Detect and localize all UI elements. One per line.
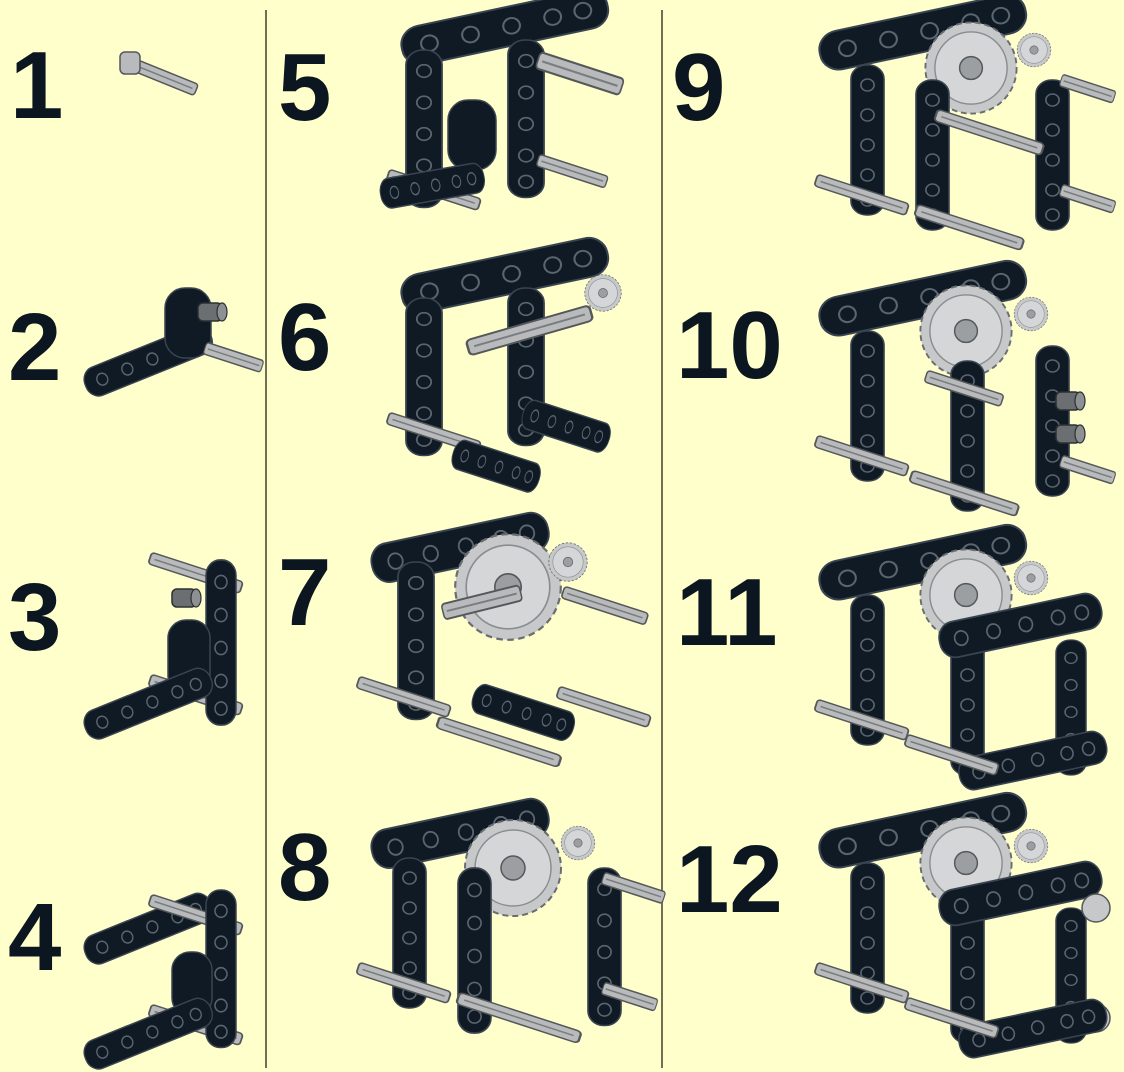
step-number: 9 (672, 40, 725, 136)
step-number: 5 (278, 40, 331, 136)
assembly-illustration (348, 522, 658, 782)
assembly-illustration (806, 808, 1121, 1068)
step-number: 6 (278, 290, 331, 386)
assembly-illustration (806, 540, 1121, 800)
step-number: 4 (8, 890, 61, 986)
column-divider-right (661, 10, 663, 1068)
assembly-illustration (348, 808, 658, 1068)
assembly-illustration (806, 276, 1121, 536)
part-illustration (80, 282, 270, 422)
step-number: 3 (8, 570, 61, 666)
assembly-illustration (378, 10, 648, 230)
assembly-illustration (806, 10, 1121, 270)
part-illustration (112, 40, 242, 120)
step-number: 10 (676, 298, 783, 394)
step-number: 7 (278, 545, 331, 641)
assembly-illustration (378, 258, 648, 498)
part-illustration (80, 860, 270, 1060)
step-number: 1 (10, 38, 63, 134)
step-number: 12 (676, 832, 783, 928)
step-number: 2 (8, 300, 61, 396)
part-illustration (80, 540, 270, 740)
step-number: 8 (278, 820, 331, 916)
step-number: 11 (676, 565, 777, 661)
